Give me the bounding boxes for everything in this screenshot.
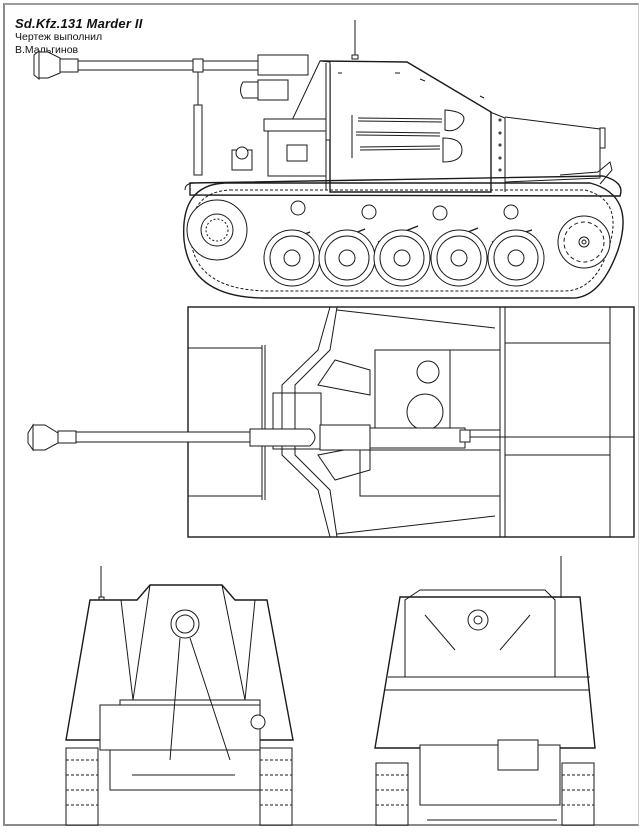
front-view <box>65 566 294 826</box>
pioneer-tools <box>351 109 465 163</box>
side-view <box>33 20 624 299</box>
rear-view <box>374 556 596 826</box>
page-frame <box>3 3 639 826</box>
author-name: В.Мальгинов <box>15 44 79 56</box>
title-block: Sd.Kfz.131 Marder II Чертеж выполнил В.М… <box>15 16 143 57</box>
road-wheels <box>263 229 545 287</box>
top-view <box>27 306 635 538</box>
front-tracks <box>65 747 293 826</box>
drawing-title: Sd.Kfz.131 Marder II <box>15 16 143 31</box>
gun-barrel <box>33 49 309 176</box>
track-outline <box>182 182 624 299</box>
author-caption: Чертеж выполнил <box>15 31 103 43</box>
rear-tracks <box>375 762 595 826</box>
